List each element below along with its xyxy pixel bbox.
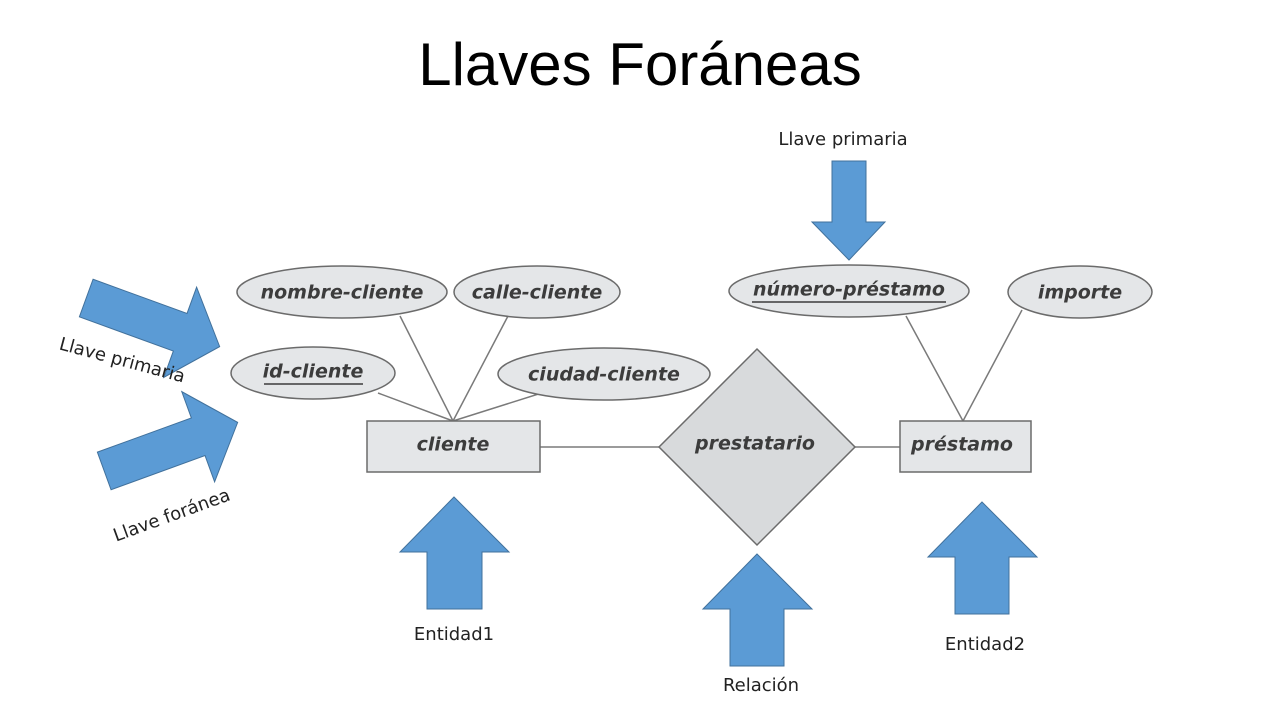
entity-label: cliente bbox=[417, 434, 490, 456]
callout-llave-foranea: Llave foránea bbox=[111, 485, 234, 547]
slide-title: Llaves Foráneas bbox=[418, 31, 862, 98]
attribute-label: id-cliente bbox=[263, 361, 364, 383]
callout-entidad1: Entidad1 bbox=[414, 624, 494, 645]
line-calle-cliente bbox=[452, 315, 509, 422]
arrow-up-icon bbox=[701, 553, 814, 667]
attribute-label: número-préstamo bbox=[753, 279, 945, 301]
line-id-cliente bbox=[377, 392, 454, 422]
attribute-nombre-cliente: nombre-cliente bbox=[236, 265, 448, 319]
line-importe bbox=[962, 309, 1023, 422]
entity-prestamo: préstamo bbox=[899, 420, 1032, 473]
attribute-id-cliente: id-cliente bbox=[230, 346, 396, 400]
callout-entidad2: Entidad2 bbox=[945, 634, 1025, 655]
line-ciudad-cliente bbox=[452, 390, 549, 422]
arrow-down-icon bbox=[810, 160, 887, 261]
callout-relacion: Relación bbox=[723, 675, 799, 696]
attribute-label: importe bbox=[1038, 282, 1122, 304]
arrow-right-icon bbox=[96, 390, 239, 491]
attribute-importe: importe bbox=[1007, 265, 1153, 319]
entity-cliente: cliente bbox=[366, 420, 541, 473]
attribute-label: nombre-cliente bbox=[261, 282, 424, 304]
attribute-numero-prestamo: número-préstamo bbox=[728, 264, 970, 318]
arrow-right-icon bbox=[78, 278, 221, 379]
callout-llave-primaria-top: Llave primaria bbox=[778, 129, 907, 150]
attribute-calle-cliente: calle-cliente bbox=[453, 265, 621, 319]
entity-label: préstamo bbox=[910, 434, 1013, 456]
line-numero-prestamo bbox=[905, 315, 964, 422]
attribute-label: calle-cliente bbox=[472, 282, 603, 304]
arrow-up-icon bbox=[398, 496, 511, 610]
attribute-label: ciudad-cliente bbox=[528, 364, 680, 386]
attribute-ciudad-cliente: ciudad-cliente bbox=[497, 347, 711, 401]
line-nombre-cliente bbox=[399, 315, 454, 422]
relationship-prestatario: prestatario bbox=[657, 347, 857, 547]
arrow-up-icon bbox=[926, 501, 1039, 615]
connector-lines bbox=[377, 309, 1023, 448]
relationship-label: prestatario bbox=[694, 433, 815, 455]
